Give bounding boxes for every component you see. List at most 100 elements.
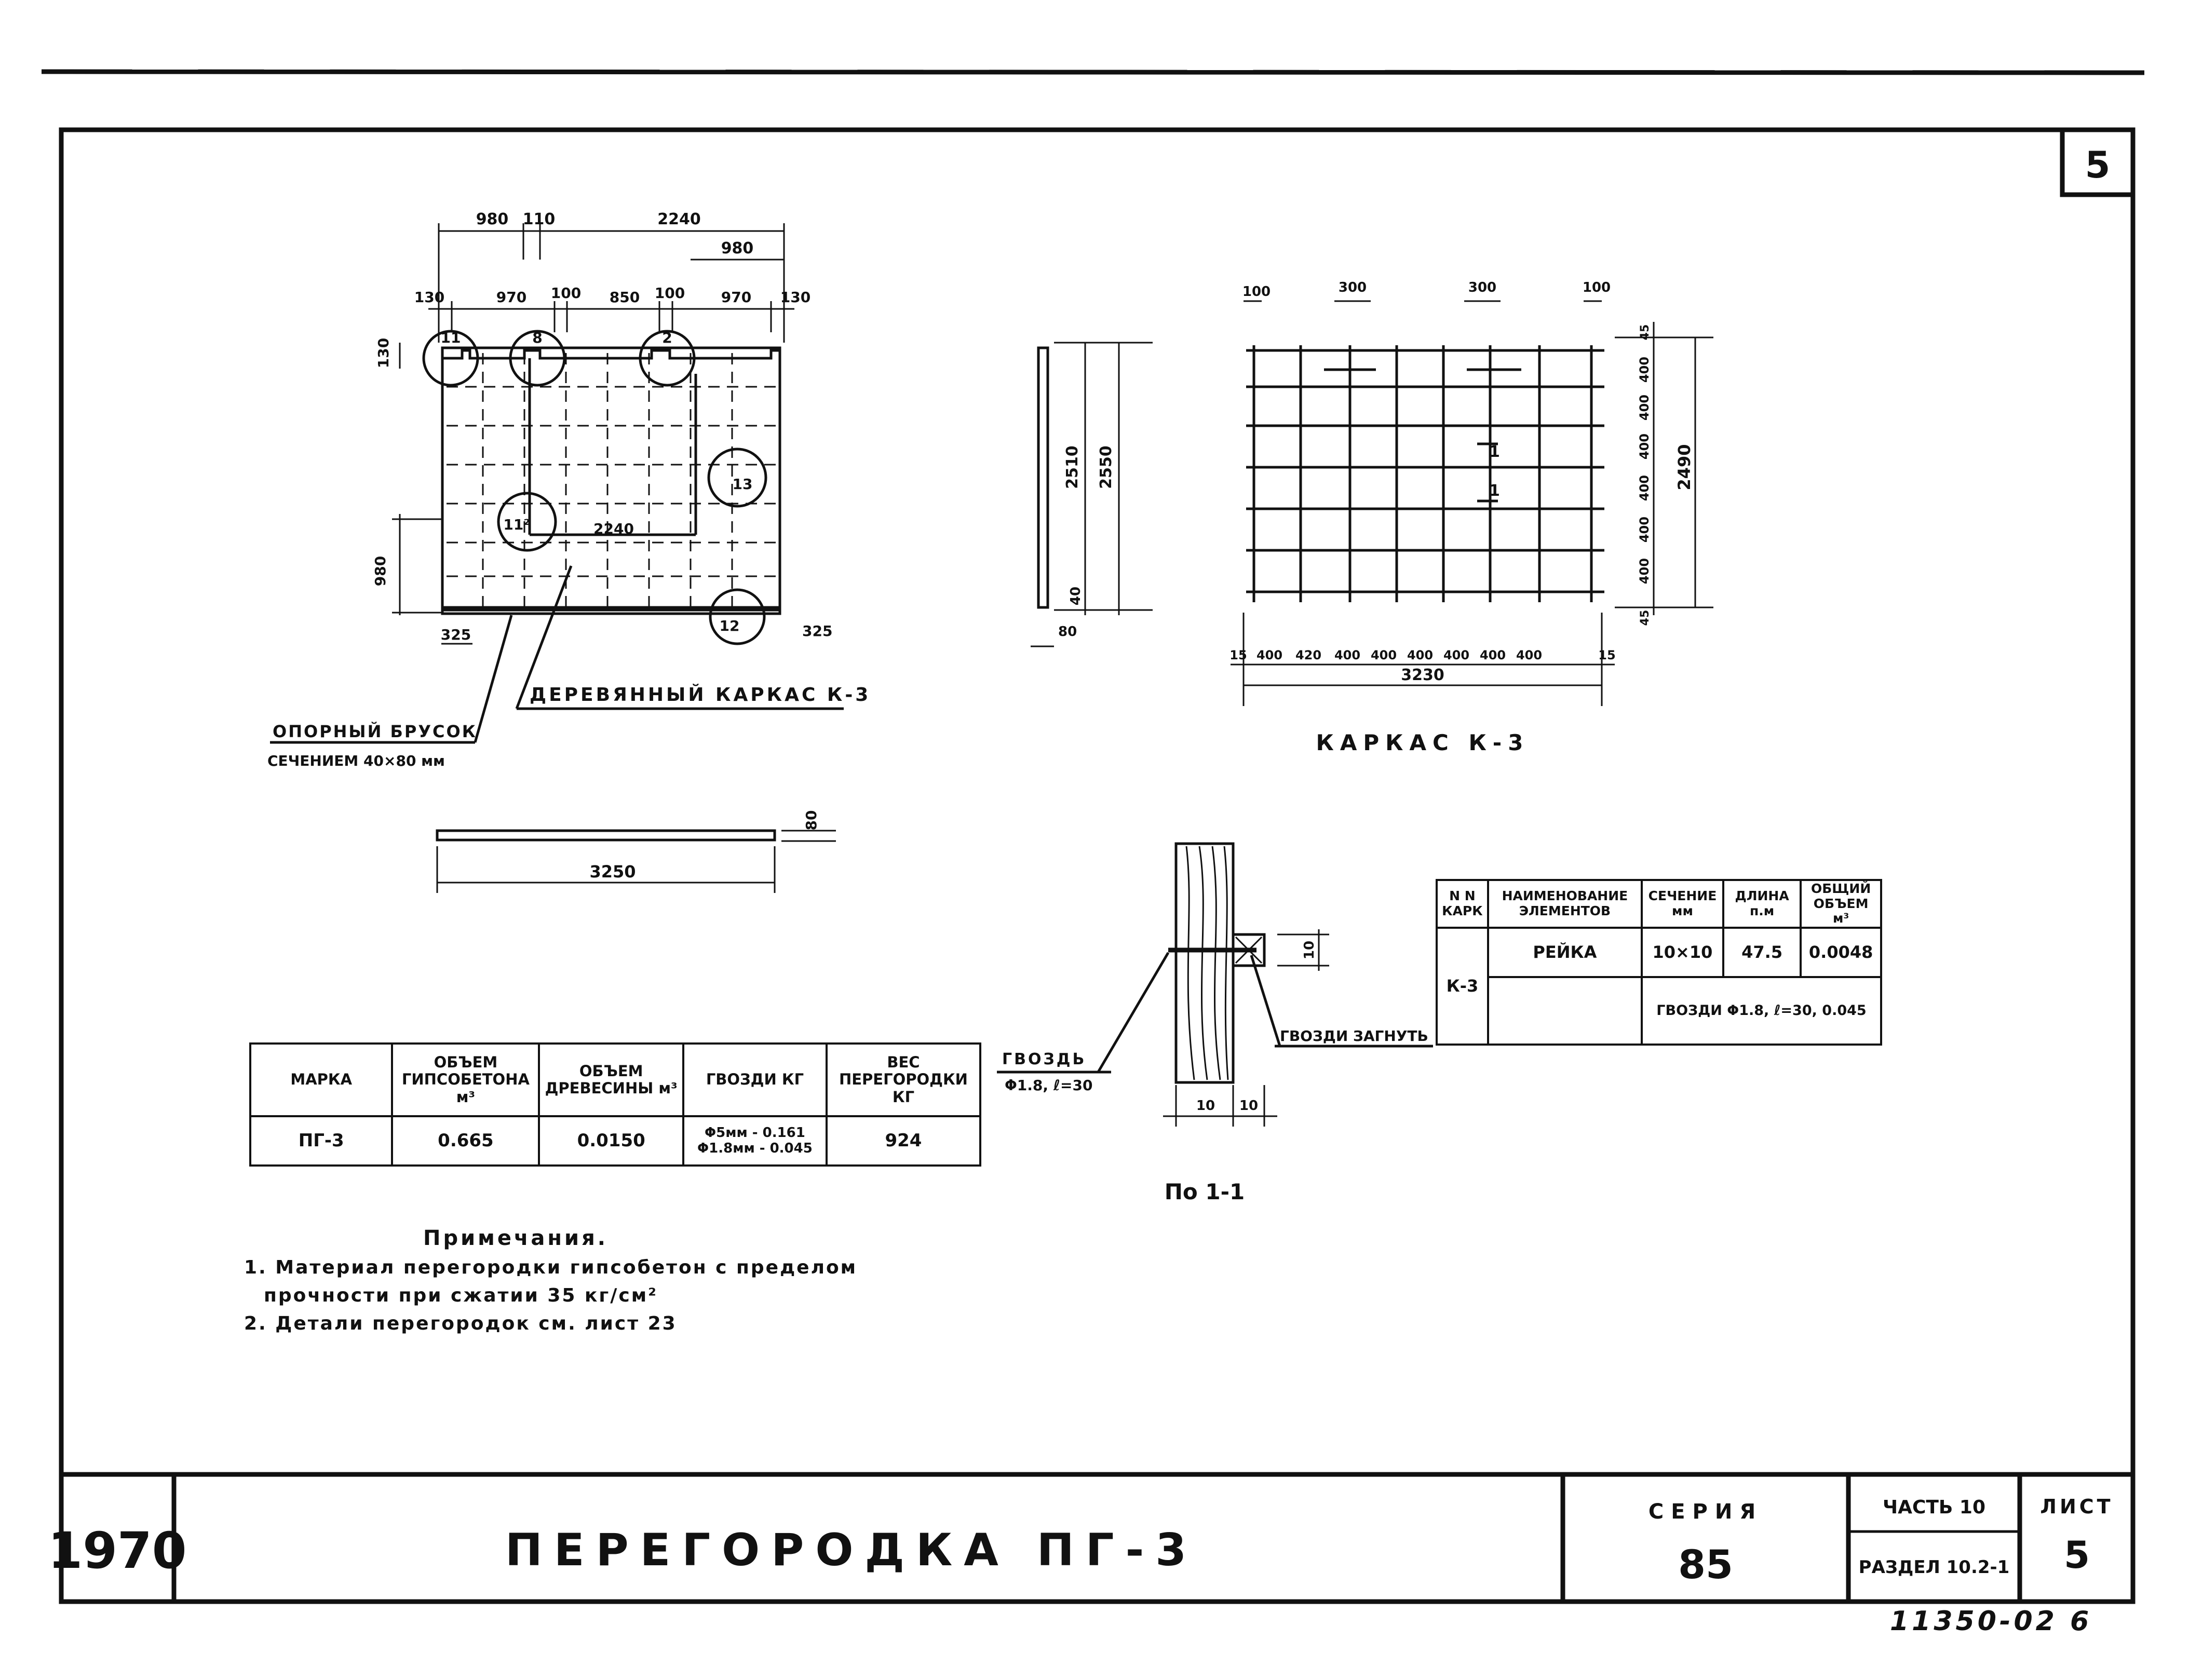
header-mark: МАРКА	[249, 1042, 394, 1117]
spec-mark: К-3	[1436, 927, 1489, 1046]
nails-1-8mm: Φ1.8мм - 0.045	[697, 1140, 813, 1156]
part-label: ЧАСТЬ 10	[1883, 1497, 1985, 1518]
dim-2550: 2550	[1097, 445, 1115, 489]
sheet-label: ЛИСТ	[2040, 1495, 2113, 1518]
cell-wood: 0.0150	[538, 1115, 684, 1167]
callout-circle	[509, 330, 566, 387]
callout-circle	[639, 330, 696, 387]
dim-130b: 130	[780, 289, 810, 306]
spec-length: 47.5	[1722, 927, 1802, 978]
callout-11b: 11²	[503, 516, 530, 533]
section-caption: По 1-1	[1165, 1179, 1245, 1204]
weight-table: МАРКА ОБЪЕМ ГИПСОБЕТОНА м³ ОБЪЕМ ДРЕВЕСИ…	[249, 1042, 982, 1167]
frame-right-dim: 400	[1637, 475, 1652, 501]
dim-2510: 2510	[1063, 445, 1082, 489]
dim-3250: 3250	[589, 862, 636, 882]
series-label: СЕРИЯ	[1648, 1500, 1763, 1524]
label-bar-section: СЕЧЕНИЕМ 40×80 мм	[267, 752, 445, 769]
frame-right-dim: 400	[1637, 395, 1652, 421]
frame-bottom-dim: 400	[1334, 648, 1360, 662]
dim-10-a: 10	[1196, 1098, 1215, 1114]
header-gypsum: ОБЪЕМ ГИПСОБЕТОНА м³	[391, 1042, 541, 1117]
frame-top-dim: 300	[1468, 280, 1496, 295]
frame-bottom-dim: 15	[1229, 648, 1247, 662]
side-profile	[1037, 346, 1049, 609]
sheet-number: 5	[2085, 144, 2111, 186]
frame-right-dim: 400	[1637, 433, 1652, 459]
dim-inner-2240: 2240	[593, 520, 634, 537]
label-support-bar: ОПОРНЫЙ БРУСОК	[273, 722, 477, 741]
callout-12: 12	[720, 617, 740, 634]
spec-section: 10×10	[1641, 927, 1724, 978]
callout-8: 8	[532, 329, 542, 346]
dim-80-side: 80	[1058, 624, 1077, 640]
frame-bottom-dim: 420	[1295, 648, 1321, 662]
frame-total-height: 2490	[1674, 444, 1694, 490]
dim-110: 110	[523, 210, 556, 228]
nail-spec: Φ1.8, ℓ=30	[1005, 1077, 1092, 1094]
archive-number: 11350-02 6	[1890, 1606, 2092, 1637]
frame-title: КАРКАС К-3	[1316, 730, 1530, 755]
dim-970b: 970	[721, 289, 751, 306]
dim-325-left: 325	[441, 626, 471, 643]
dim-100b: 100	[655, 284, 685, 302]
callout-circle	[422, 330, 479, 387]
note-1: 1. Материал перегородки гипсобетон с пре…	[244, 1257, 858, 1278]
sheet-border	[59, 127, 2136, 1604]
notes: Примечания. 1. Материал перегородки гипс…	[244, 1223, 857, 1338]
dim-2240: 2240	[657, 210, 701, 228]
plan-top-edge	[442, 349, 780, 360]
dim-left-980: 980	[372, 556, 389, 586]
dim-980: 980	[476, 210, 509, 228]
bottom-view: 3250 80	[436, 810, 836, 893]
callout-circle	[497, 492, 557, 552]
dim-970a: 970	[496, 289, 526, 306]
plan-support-bar	[441, 606, 781, 615]
dim-325-right: 325	[802, 622, 832, 640]
sheet-value: 5	[2064, 1533, 2090, 1577]
spec-nails: ГВОЗДИ Φ1.8, ℓ=30, 0.045	[1641, 976, 1882, 1046]
sheet-number-box	[2060, 127, 2136, 197]
frame-top-dim: 300	[1339, 280, 1367, 295]
drawing-title: ПЕРЕГОРОДКА ПГ-3	[505, 1524, 1198, 1576]
frame-right-dim: 45	[1639, 610, 1652, 626]
dim-980b: 980	[721, 239, 754, 258]
notes-title: Примечания.	[423, 1226, 608, 1250]
callout-circle	[707, 448, 767, 508]
callout-circle	[709, 588, 766, 645]
spec-header-volume: ОБЩИЙ ОБЪЕМ м³	[1800, 879, 1882, 929]
dim-10-vertical: 10	[1302, 941, 1317, 959]
dim-80-bottom: 80	[803, 810, 820, 831]
frame-bottom-dim: 400	[1516, 648, 1542, 662]
spec-empty	[1487, 976, 1643, 1046]
spec-name: РЕЙКА	[1487, 927, 1643, 978]
cell-weight: 924	[825, 1115, 982, 1167]
spec-table: N N КАРК НАИМЕНОВАНИЕ ЭЛЕМЕНТОВ СЕЧЕНИЕ …	[1436, 879, 1882, 1046]
frame-bottom-dim: 400	[1407, 648, 1433, 662]
bottom-bar	[436, 829, 776, 842]
spec-header-mark: N N КАРК	[1436, 879, 1489, 929]
cell-nails: Φ5мм - 0.161 Φ1.8мм - 0.045	[682, 1115, 828, 1167]
frame-top-dim: 100	[1583, 280, 1611, 295]
spec-header-length: ДЛИНА п.м	[1722, 879, 1802, 929]
cell-gypsum: 0.665	[391, 1115, 541, 1167]
dim-10-b: 10	[1239, 1098, 1258, 1114]
spec-header-name: НАИМЕНОВАНИЕ ЭЛЕМЕНТОВ	[1487, 879, 1643, 929]
section-mark-bottom: 1	[1489, 482, 1500, 500]
title-block: 1970 ПЕРЕГОРОДКА ПГ-3 СЕРИЯ 85 ЧАСТЬ 10 …	[48, 1472, 2133, 1602]
spec-header-section: СЕЧЕНИЕ мм	[1641, 879, 1724, 929]
year: 1970	[48, 1522, 186, 1580]
nail-label: ГВОЗДЬ	[1002, 1050, 1086, 1068]
header-nails: ГВОЗДИ КГ	[682, 1042, 828, 1117]
frame-right-dim: 45	[1639, 324, 1652, 341]
dim-130a: 130	[414, 289, 444, 306]
callout-11: 11	[441, 329, 461, 346]
frame-bottom-dim: 400	[1256, 648, 1282, 662]
frame-k3: 1 1 100 300 300 100 15 400 420 400 400 4…	[1229, 280, 1713, 755]
section-label: РАЗДЕЛ 10.2-1	[1859, 1557, 2010, 1578]
plan-outline	[441, 346, 781, 612]
dim-100a: 100	[551, 284, 581, 302]
frame-bottom-dim: 15	[1598, 648, 1615, 662]
plan-grid	[447, 353, 776, 607]
